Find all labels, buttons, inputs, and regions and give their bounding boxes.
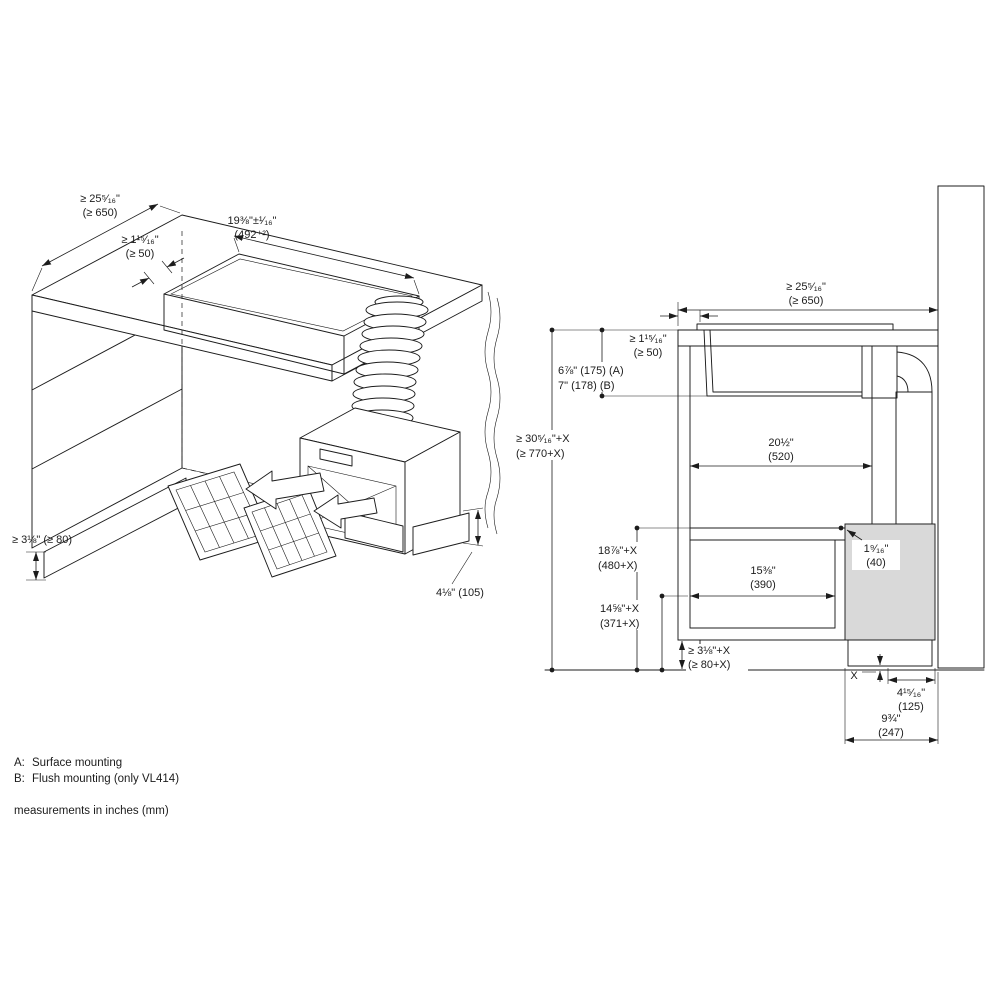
dim-outlet-inches: 4¹⁵⁄₁₆" — [897, 687, 925, 699]
dim-plinth-label: ≥ 3⅛" (≥ 80) — [12, 534, 72, 546]
svg-text:A:Surface mounting: A: Surface mounting — [14, 757, 122, 769]
filter-direction-arrow-1 — [245, 470, 325, 510]
dim-vent-label: 4⅛" (105) — [436, 587, 484, 599]
dim-outlet-mm: (125) — [898, 701, 924, 713]
right-view-dimensions: ≥ 25⁵⁄₁₆" (≥ 650) ≥ 1¹⁵⁄₁₆" (≥ 50) 6⅞" (… — [512, 281, 939, 744]
countertop-section — [677, 329, 939, 347]
intermediate-shelf — [689, 527, 846, 541]
cooktop-flange — [696, 323, 894, 331]
dim-depth-inches: ≥ 25⁵⁄₁₆" — [80, 193, 120, 205]
dim-unit-mm: (247) — [878, 727, 904, 739]
legend-b-text: Flush mounting (only VL414) — [32, 773, 179, 785]
dim-total-height-inches: ≥ 30⁵⁄₁₆"+X — [516, 433, 570, 445]
grease-filters — [167, 463, 337, 578]
dim-front-gap-inches: ≥ 1¹⁵⁄₁₆" — [121, 234, 158, 246]
dim-unit-inches: 9¾" — [881, 713, 900, 725]
blower-unit-isometric — [299, 407, 470, 556]
dim-depth-mm-right: (≥ 650) — [789, 295, 824, 307]
outlet-grille-section — [847, 639, 933, 667]
dim-height371-inches: 14⅝"+X — [600, 603, 640, 615]
cabinet-section — [677, 329, 873, 671]
filter-direction-arrow-2 — [313, 494, 378, 529]
dim-lower-inches: 15⅜" — [750, 565, 775, 577]
dim-interior-inches: 20½" — [768, 437, 793, 449]
break-lines — [484, 291, 501, 535]
dim-front-gap-mm: (≥ 50) — [126, 248, 155, 260]
legend: A: Surface mounting B: Flush mounting (onl… — [14, 757, 179, 817]
dim-height480-mm: (480+X) — [598, 560, 637, 572]
dim-depth-inches-right: ≥ 25⁵⁄₁₆" — [786, 281, 826, 293]
svg-text:B:Flush mounting (only VL414): B: Flush mounting (only VL414) — [14, 773, 179, 785]
corrugated-duct-section — [895, 391, 933, 525]
dim-cutout-inches: 19⅜"±¹⁄₁₆" — [228, 215, 277, 227]
dim-lower-mm: (390) — [750, 579, 776, 591]
cooktop-plenum — [861, 345, 898, 399]
dim-plinth-mm-right: (≥ 80+X) — [688, 659, 730, 671]
dim-height480-inches: 18⅞"+X — [598, 545, 638, 557]
unit-front-grille — [344, 511, 404, 553]
legend-a-key: A: — [14, 757, 25, 769]
dim-interior-mm: (520) — [768, 451, 794, 463]
duct-elbow — [896, 351, 933, 393]
dim-cooktop-depth-a: 6⅞" (175) (A) — [558, 365, 624, 377]
cutout-inner-rim — [170, 258, 413, 332]
datum-dots — [549, 327, 844, 673]
outlet-louver — [412, 512, 470, 556]
dim-cooktop-depth-b: 7" (178) (B) — [558, 380, 614, 392]
cabinet-bottom — [677, 627, 846, 641]
unit-label-plate — [319, 448, 353, 467]
dim-height371-mm: (371+X) — [600, 618, 639, 630]
brick-wall — [937, 185, 985, 669]
section-view: ≥ 25⁵⁄₁₆" (≥ 650) ≥ 1¹⁵⁄₁₆" (≥ 50) 6⅞" (… — [512, 185, 985, 744]
legend-b-key: B: — [14, 773, 25, 785]
dim-duct-gap-inches: 1⁹⁄₁₆" — [864, 543, 889, 555]
legend-units-note: measurements in inches (mm) — [14, 805, 169, 817]
dim-x-label: X — [850, 670, 858, 682]
left-view-dimensions: ≥ 25⁵⁄₁₆" (≥ 650) ≥ 1¹⁵⁄₁₆" (≥ 50) 19⅜"±… — [12, 193, 484, 599]
dim-front-gap-mm-right: (≥ 50) — [634, 347, 663, 359]
dim-cutout-mm: (492⁺²) — [234, 229, 269, 241]
isometric-view: ≥ 25⁵⁄₁₆" (≥ 650) ≥ 1¹⁵⁄₁₆" (≥ 50) 19⅜"±… — [12, 193, 501, 599]
cabinet-front-panel — [677, 329, 691, 641]
cooktop-section — [696, 323, 933, 399]
dim-plinth-inches-right: ≥ 3⅛"+X — [688, 645, 731, 657]
dim-duct-gap-mm: (40) — [866, 557, 886, 569]
legend-a-text: Surface mounting — [32, 757, 122, 769]
dim-front-gap-inches-right: ≥ 1¹⁵⁄₁₆" — [629, 333, 666, 345]
dim-depth-mm: (≥ 650) — [83, 207, 118, 219]
dim-total-height-mm: (≥ 770+X) — [516, 448, 565, 460]
